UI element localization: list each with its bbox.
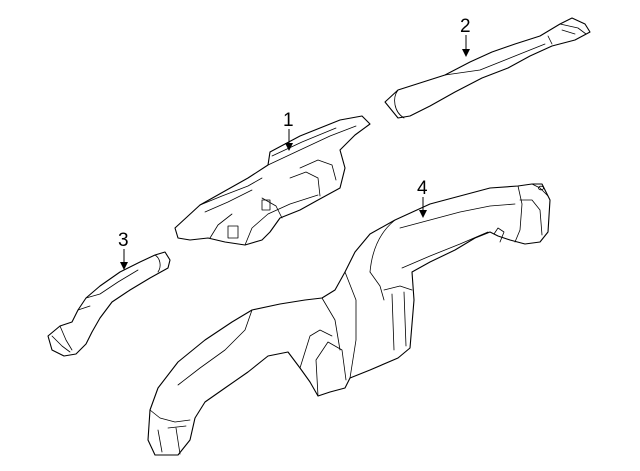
callout-1-arrowhead: [285, 143, 293, 151]
part-1-center-duct[interactable]: [174, 115, 371, 246]
callout-4: 4: [417, 178, 428, 218]
part-2-side-duct[interactable]: [384, 17, 591, 119]
callout-2: 2: [460, 16, 471, 57]
callout-1-label: 1: [283, 110, 294, 131]
callout-2-arrowhead: [462, 49, 470, 57]
part-4-main-duct[interactable]: [147, 183, 551, 456]
callout-4-label: 4: [417, 178, 428, 199]
callout-3: 3: [118, 230, 129, 270]
part-3-side-duct[interactable]: [47, 251, 171, 357]
callout-3-label: 3: [118, 230, 129, 251]
callout-1: 1: [283, 110, 294, 151]
callout-3-arrowhead: [120, 262, 128, 270]
callout-2-label: 2: [460, 16, 471, 37]
callout-4-arrowhead: [419, 210, 427, 218]
